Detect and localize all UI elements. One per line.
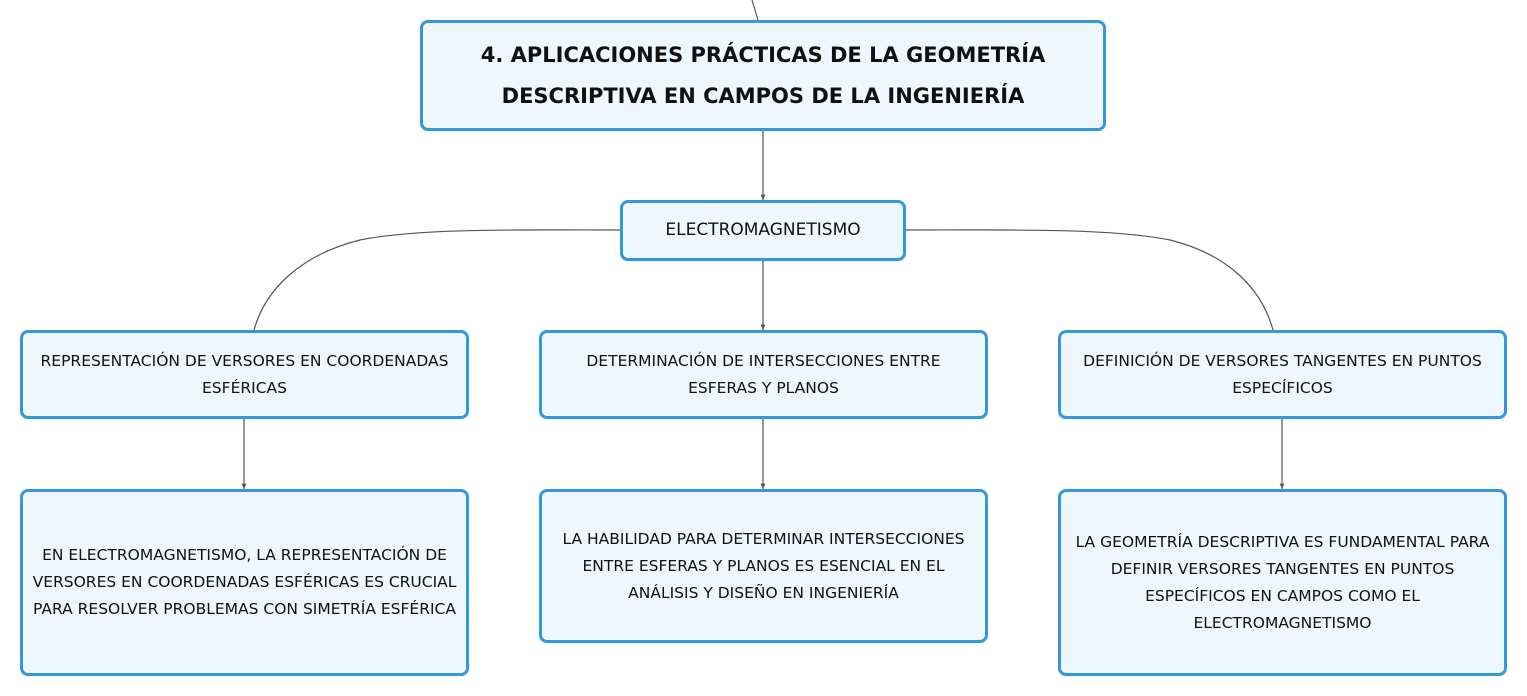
parent-connector (751, 0, 759, 21)
detail-node-3[interactable]: LA GEOMETRÍA DESCRIPTIVA ES FUNDAMENTAL … (1058, 489, 1507, 676)
branch-title-2: DETERMINACIÓN DE INTERSECCIONES ENTRE ES… (586, 351, 941, 397)
topic-node[interactable]: ELECTROMAGNETISMO (620, 200, 906, 261)
branch-node-2[interactable]: DETERMINACIÓN DE INTERSECCIONES ENTRE ES… (539, 330, 988, 419)
branch-node-1[interactable]: REPRESENTACIÓN DE VERSORES EN COORDENADA… (20, 330, 469, 419)
detail-node-2[interactable]: LA HABILIDAD PARA DETERMINAR INTERSECCIO… (539, 489, 988, 643)
detail-node-1[interactable]: EN ELECTROMAGNETISMO, LA REPRESENTACIÓN … (20, 489, 469, 676)
topic-to-branch-3-connector (905, 229, 1274, 331)
root-node[interactable]: 4. APLICACIONES PRÁCTICAS DE LA GEOMETRÍ… (420, 20, 1106, 131)
branch-node-3[interactable]: DEFINICIÓN DE VERSORES TANGENTES EN PUNT… (1058, 330, 1507, 419)
detail-text-1: EN ELECTROMAGNETISMO, LA REPRESENTACIÓN … (32, 546, 457, 618)
branch-title-3: DEFINICIÓN DE VERSORES TANGENTES EN PUNT… (1083, 351, 1482, 397)
detail-text-3: LA GEOMETRÍA DESCRIPTIVA ES FUNDAMENTAL … (1075, 532, 1490, 632)
detail-text-2: LA HABILIDAD PARA DETERMINAR INTERSECCIO… (562, 529, 965, 602)
topic-label: ELECTROMAGNETISMO (665, 220, 861, 240)
root-title: 4. APLICACIONES PRÁCTICAS DE LA GEOMETRÍ… (480, 42, 1046, 108)
branch-title-1: REPRESENTACIÓN DE VERSORES EN COORDENADA… (40, 351, 449, 397)
topic-to-branch-1-connector (253, 229, 621, 331)
